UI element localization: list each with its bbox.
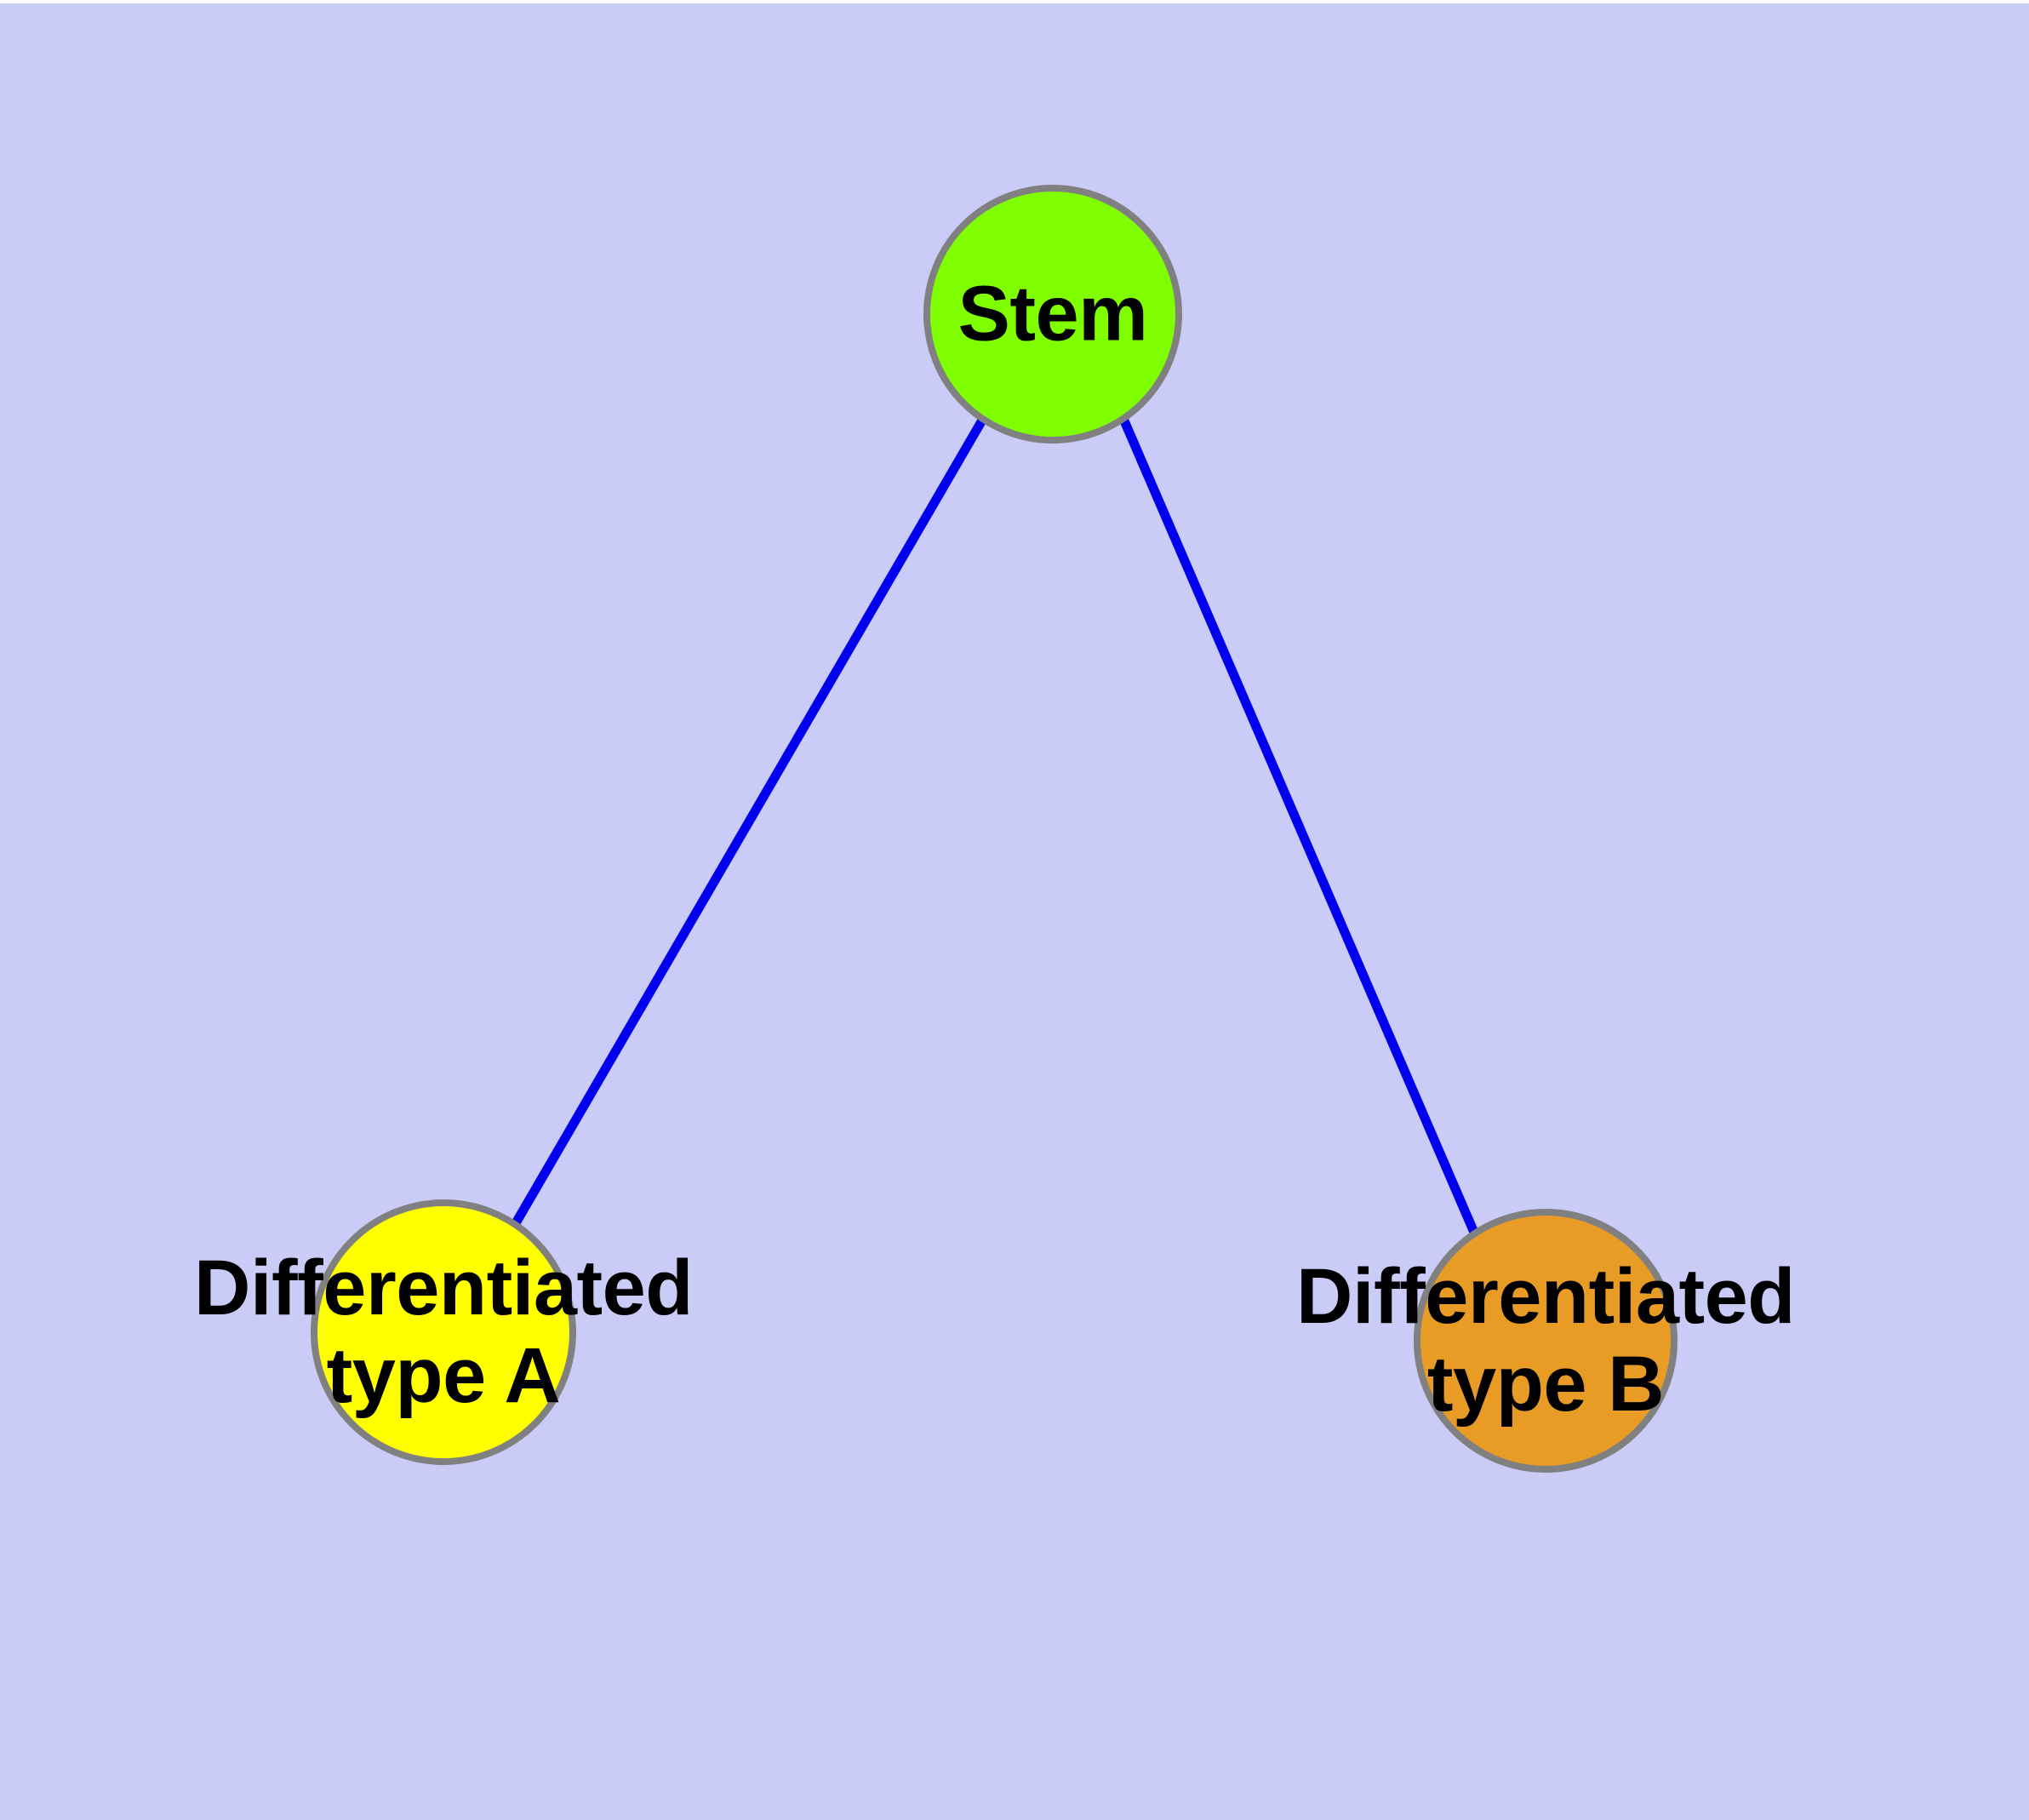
edges-group <box>509 416 1480 1237</box>
node-stem[interactable] <box>923 185 1182 444</box>
node-diff-b[interactable] <box>1414 1209 1677 1473</box>
edge-stem-to-b[interactable] <box>1118 416 1480 1237</box>
nodes-group <box>311 185 1677 1473</box>
edge-stem-to-a[interactable] <box>509 416 987 1230</box>
node-diff-a[interactable] <box>311 1199 576 1465</box>
